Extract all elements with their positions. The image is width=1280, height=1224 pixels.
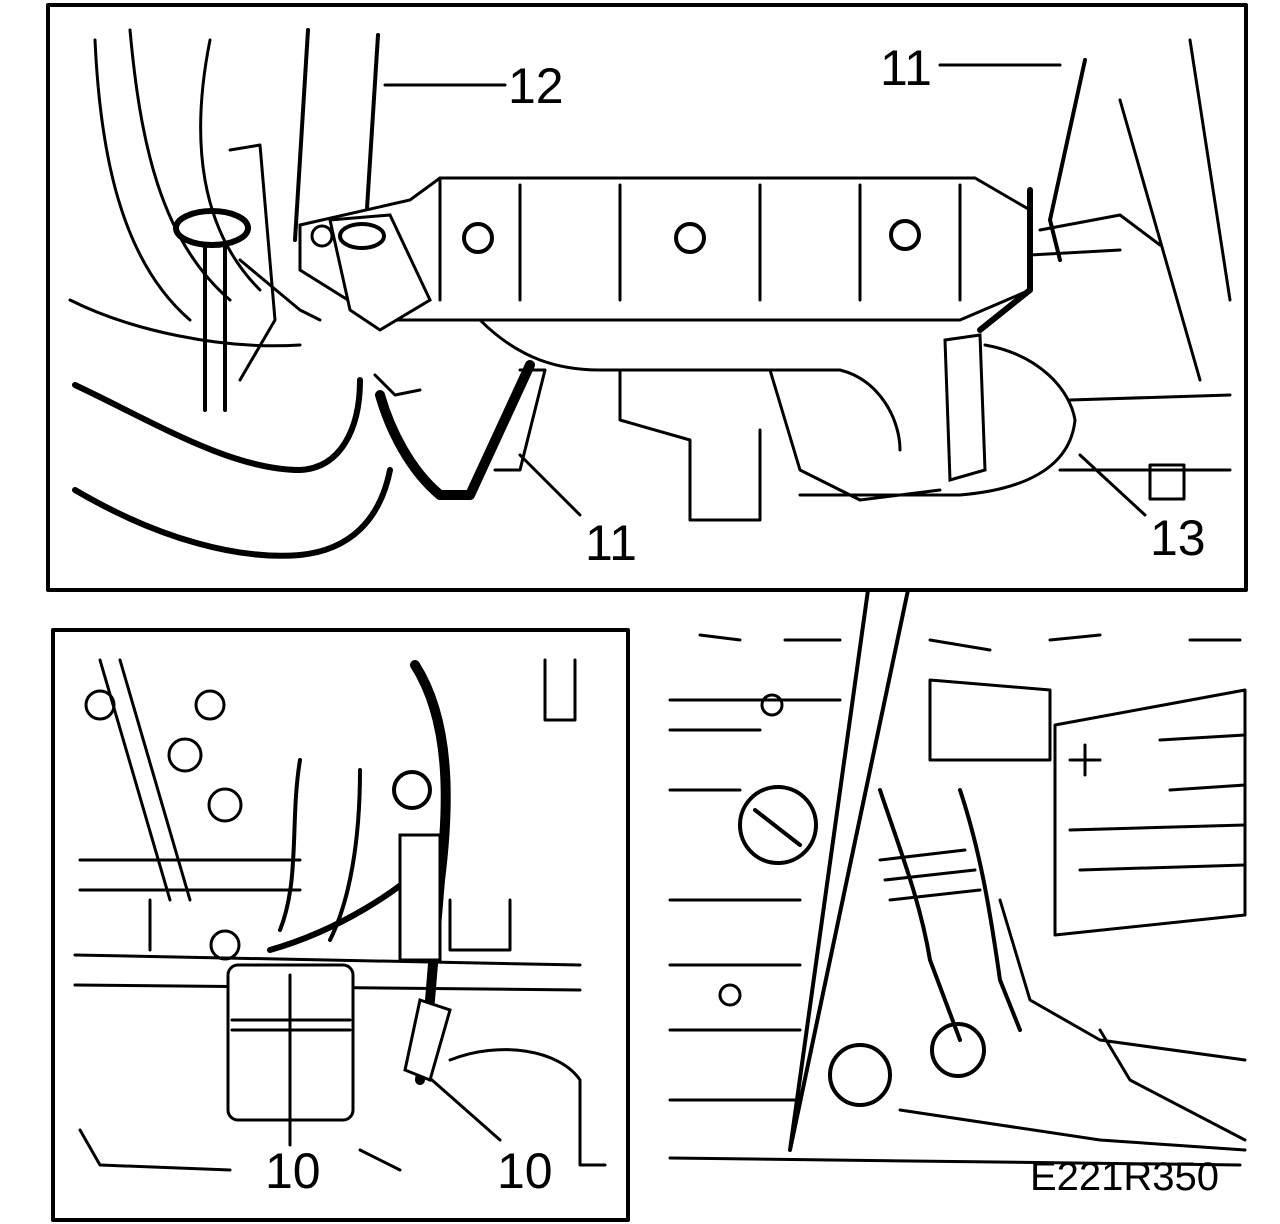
pipe-flange	[828, 1043, 892, 1107]
battery	[1053, 688, 1247, 937]
block-rib	[148, 898, 512, 952]
bracket-outline	[228, 143, 277, 382]
battery-plus-sign	[1068, 743, 1102, 777]
oil-filler-cap-slot	[753, 808, 802, 847]
engine-outline	[998, 898, 1247, 1062]
small-block	[1148, 463, 1186, 501]
bolt-head	[462, 222, 494, 254]
engine-outline	[668, 698, 842, 1102]
callout-11-bottom: 11	[585, 515, 637, 571]
pipe-flange	[930, 1022, 986, 1078]
bolt-head	[718, 983, 742, 1007]
left-pipe-line	[199, 38, 262, 292]
sensor-cable	[375, 360, 535, 500]
cable-sleeve	[398, 833, 442, 962]
top-panel-frame	[46, 3, 1248, 592]
exhaust-pipe	[898, 1108, 1247, 1152]
lower-hose	[72, 377, 363, 473]
bolt-head	[194, 689, 226, 721]
callout-11-top: 11	[880, 40, 932, 96]
base-line	[78, 1128, 402, 1172]
connector	[373, 373, 422, 397]
left-pipe-line	[93, 38, 192, 322]
leader-13	[1078, 453, 1147, 517]
callout-10-left: 10	[265, 1143, 321, 1199]
bolt-head	[207, 787, 243, 823]
battery-ribs	[1068, 733, 1247, 872]
oil-filler-cap	[738, 785, 818, 865]
engine-bracket	[928, 678, 1052, 762]
intake-hose-ribs	[878, 848, 982, 902]
bottom-left-panel-frame	[51, 628, 630, 1222]
leader-11-bottom	[518, 453, 582, 517]
diagonal-rod	[98, 658, 192, 902]
bolt-head	[84, 689, 116, 721]
callout-10-right: 10	[497, 1143, 553, 1199]
outlet-flange	[768, 368, 942, 502]
bolt-head	[760, 693, 784, 717]
lambda-sensor-wire	[798, 343, 1077, 497]
callout-12: 12	[508, 58, 564, 114]
dipstick-tube	[203, 243, 227, 412]
manifold-outlet	[478, 318, 902, 452]
detail-pointer	[788, 588, 910, 1152]
bracket-slot	[338, 222, 386, 250]
bottom-left-detail-panel: 10 10	[51, 628, 630, 1222]
dipstick-guide	[238, 258, 322, 322]
dipstick-handle	[173, 208, 251, 248]
sump-outline	[448, 1048, 607, 1167]
right-pipe	[1048, 58, 1087, 262]
lambda-wire	[1098, 1028, 1247, 1142]
base-line	[668, 1156, 1242, 1167]
right-wire	[977, 187, 1033, 333]
top-right-bracket	[543, 658, 577, 722]
connector-plug	[403, 998, 452, 1083]
intake-hose	[878, 788, 962, 1042]
left-pipe-line	[68, 298, 302, 348]
bolt-head	[167, 737, 203, 773]
cable-guide	[493, 368, 547, 472]
elbow-hose	[278, 758, 362, 942]
mounting-bracket	[328, 213, 432, 332]
bolt-head	[209, 929, 241, 961]
right-connector	[943, 333, 987, 482]
sensor-body	[618, 368, 762, 522]
lower-hose-outline	[72, 467, 393, 559]
bolt-head	[674, 222, 706, 254]
top-detail-panel: 12 11 11 13	[46, 3, 1248, 592]
callout-13: 13	[1150, 510, 1206, 566]
clip	[392, 770, 432, 810]
manifold-ribs	[438, 176, 962, 302]
right-edge-lines	[1118, 38, 1232, 382]
bolt-head	[310, 224, 334, 248]
engine-overview: E221R350	[668, 588, 1247, 1199]
intake-hose	[958, 788, 1022, 1032]
top-edge-fragments	[698, 633, 1242, 652]
vertical-pipe	[293, 28, 380, 242]
bolt-head	[889, 219, 921, 251]
figure-code: E221R350	[1030, 1155, 1219, 1199]
right-frame-lines	[1058, 393, 1232, 472]
leader-10-right	[430, 1078, 502, 1142]
right-hose	[1028, 213, 1162, 257]
block-rib	[78, 858, 302, 892]
left-pipe-line	[128, 28, 232, 302]
